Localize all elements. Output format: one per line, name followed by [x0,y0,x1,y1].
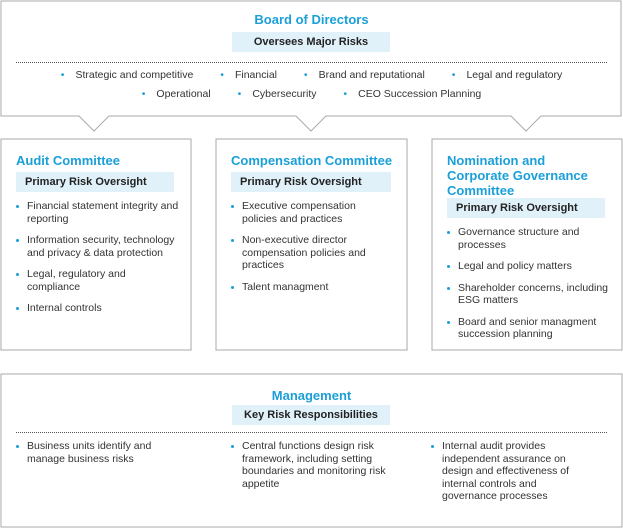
list-item: Talent managment [231,281,386,294]
list-item: Board and senior managment succession pl… [447,316,612,341]
nomination-committee-title: Nomination and Corporate Governance Comm… [447,153,588,198]
list-item: Financial statement integrity and report… [16,200,181,225]
management-column-1: Business units identify and manage busin… [16,440,181,474]
nomination-committee-list: Governance structure and processes Legal… [447,226,612,350]
compensation-committee-list: Executive compensation policies and prac… [231,200,386,302]
list-item: Shareholder concerns, including ESG matt… [447,282,612,307]
list-item: Business units identify and manage busin… [16,440,181,465]
audit-committee-title: Audit Committee [16,153,120,168]
audit-committee-subtitle: Primary Risk Oversight [16,172,174,192]
management-column-2: Central functions design risk framework,… [231,440,391,499]
board-risk-item: •Legal and regulatory [451,69,563,81]
nomination-committee-subtitle: Primary Risk Oversight [447,198,605,218]
nomination-box-outline [431,138,623,351]
management-box-outline [0,373,623,528]
nomination-title-line: Corporate Governance [447,168,588,183]
nomination-title-line: Committee [447,183,515,198]
board-risk-item: •CEO Succession Planning [343,88,482,100]
board-divider [16,62,607,63]
board-risk-item: •Cybersecurity [237,88,317,100]
management-title: Management [271,388,352,403]
audit-committee-list: Financial statement integrity and report… [16,200,181,324]
board-box-outline [0,0,622,132]
list-item: Non-executive director compensation poli… [231,234,386,272]
list-item: Legal, regulatory and compliance [16,268,181,293]
management-column-3: Internal audit provides independent assu… [431,440,591,512]
board-risk-item: •Financial [220,69,277,81]
compensation-committee-title: Compensation Committee [231,153,393,168]
board-title: Board of Directors [254,12,369,27]
list-item: Central functions design risk framework,… [231,440,391,490]
list-item: Information security, technology and pri… [16,234,181,259]
list-item: Governance structure and processes [447,226,612,251]
compensation-committee-subtitle: Primary Risk Oversight [231,172,391,192]
board-risk-row-1: •Strategic and competitive •Financial •B… [0,69,623,81]
list-item: Executive compensation policies and prac… [231,200,386,225]
board-subtitle: Oversees Major Risks [232,32,390,52]
board-risk-item: •Brand and reputational [303,69,425,81]
list-item: Legal and policy matters [447,260,612,273]
list-item: Internal audit provides independent assu… [431,440,591,503]
board-risk-item: •Strategic and competitive [60,69,194,81]
list-item: Internal controls [16,302,181,315]
nomination-title-line: Nomination and [447,153,546,168]
board-risk-item: •Operational [141,88,211,100]
management-subtitle: Key Risk Responsibilities [232,405,390,425]
board-risk-row-2: •Operational •Cybersecurity •CEO Success… [0,88,623,100]
management-divider [16,432,607,433]
